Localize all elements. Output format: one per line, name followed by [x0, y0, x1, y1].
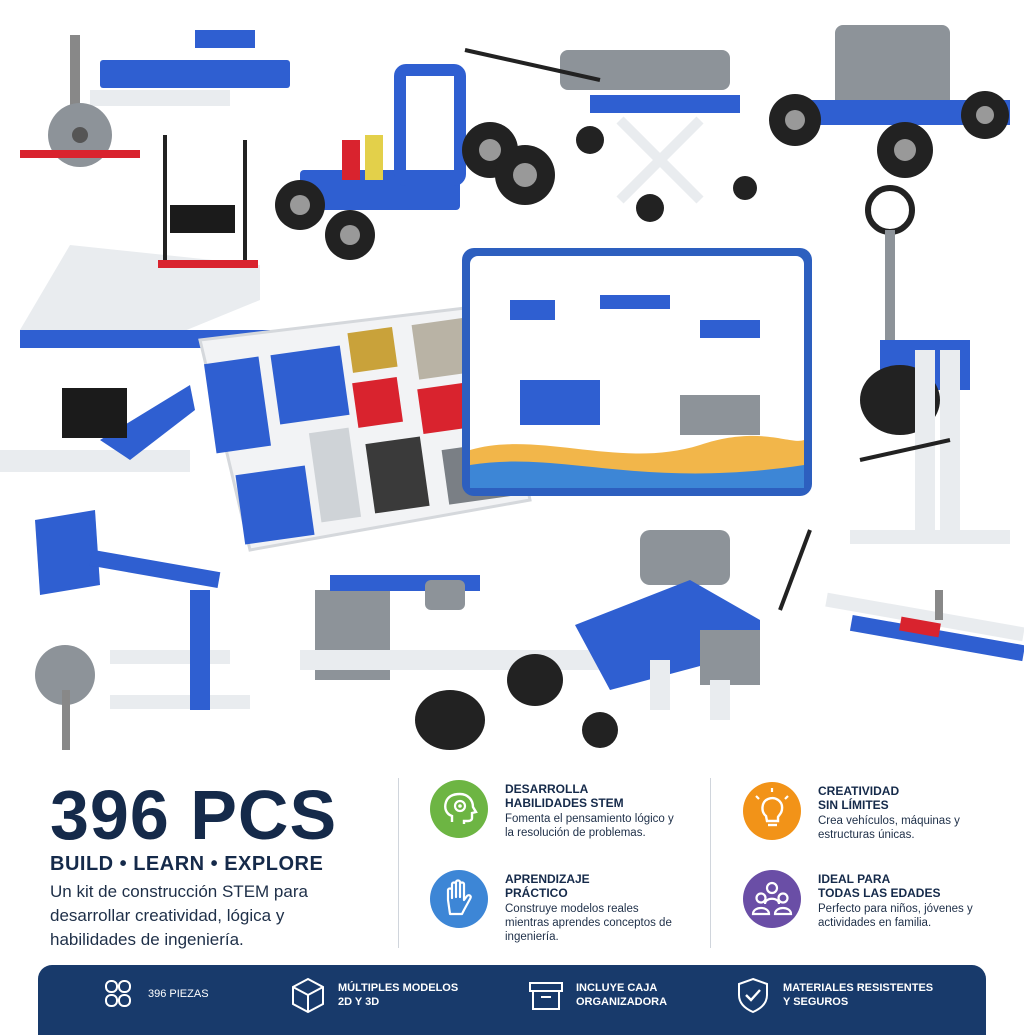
model-storage-box — [198, 303, 532, 552]
model-hammer — [0, 385, 195, 472]
lightbulb-icon — [743, 782, 801, 840]
bar-label: MATERIALES RESISTENTES Y SEGUROS — [783, 982, 934, 1008]
model-ramp — [20, 135, 270, 348]
bar-label: INCLUYE CAJA ORGANIZADORA — [576, 982, 668, 1008]
model-lift-arm — [35, 510, 250, 750]
model-cart — [300, 575, 618, 750]
feature-creativity: CREATIVIDAD SIN LÍMITES Crea vehículos, … — [743, 782, 1003, 862]
feature-text: Crea vehículos, máquinas y estructuras ú… — [818, 815, 960, 841]
feature-practical: APRENDIZAJE PRÁCTICO Construye modelos r… — [430, 870, 690, 950]
people-icon — [743, 870, 801, 928]
feature-text: Construye modelos reales mientras aprend… — [505, 903, 672, 943]
feature-title: DESARROLLA HABILIDADES STEM — [505, 782, 624, 810]
model-instruction-card — [462, 248, 812, 496]
bottom-info-bar: 396 PIEZAS MÚLTIPLES MODELOS 2D Y 3D INC… — [38, 965, 986, 1035]
feature-text: Perfecto para niños, jóvenes y actividad… — [818, 903, 973, 929]
feature-title: IDEAL PARA TODAS LAS EDADES — [818, 872, 941, 900]
cube-icon — [292, 977, 324, 1014]
divider — [710, 778, 711, 948]
shield-check-icon — [738, 977, 768, 1014]
divider — [398, 778, 399, 948]
model-rail — [825, 590, 1024, 662]
feature-text: Fomenta el pensamiento lógico y la resol… — [505, 813, 674, 839]
brain-gear-icon — [430, 780, 488, 838]
hand-icon — [430, 870, 488, 928]
feature-title: APRENDIZAJE PRÁCTICO — [505, 872, 590, 900]
model-gokart — [275, 64, 555, 260]
feature-all-ages: IDEAL PARA TODAS LAS EDADES Perfecto par… — [743, 870, 1003, 950]
description: Un kit de construcción STEM para desarro… — [50, 882, 308, 949]
feature-stem: DESARROLLA HABILIDADES STEM Fomenta el p… — [430, 780, 690, 860]
feature-title: CREATIVIDAD SIN LÍMITES — [818, 784, 900, 812]
bar-label: 396 PIEZAS — [148, 988, 209, 1000]
model-walker — [464, 48, 757, 222]
model-motor-car — [769, 25, 1010, 178]
model-robot — [575, 529, 812, 720]
box-icon — [529, 982, 563, 1010]
tagline: BUILD • LEARN • EXPLORE — [50, 853, 324, 875]
pieces-icon — [105, 980, 131, 1007]
model-turntable — [20, 30, 290, 167]
headline: 396 PCS — [50, 776, 338, 854]
model-tower — [850, 185, 1010, 544]
product-models-illustration — [0, 25, 1024, 750]
bar-label: MÚLTIPLES MODELOS 2D Y 3D — [338, 982, 459, 1008]
